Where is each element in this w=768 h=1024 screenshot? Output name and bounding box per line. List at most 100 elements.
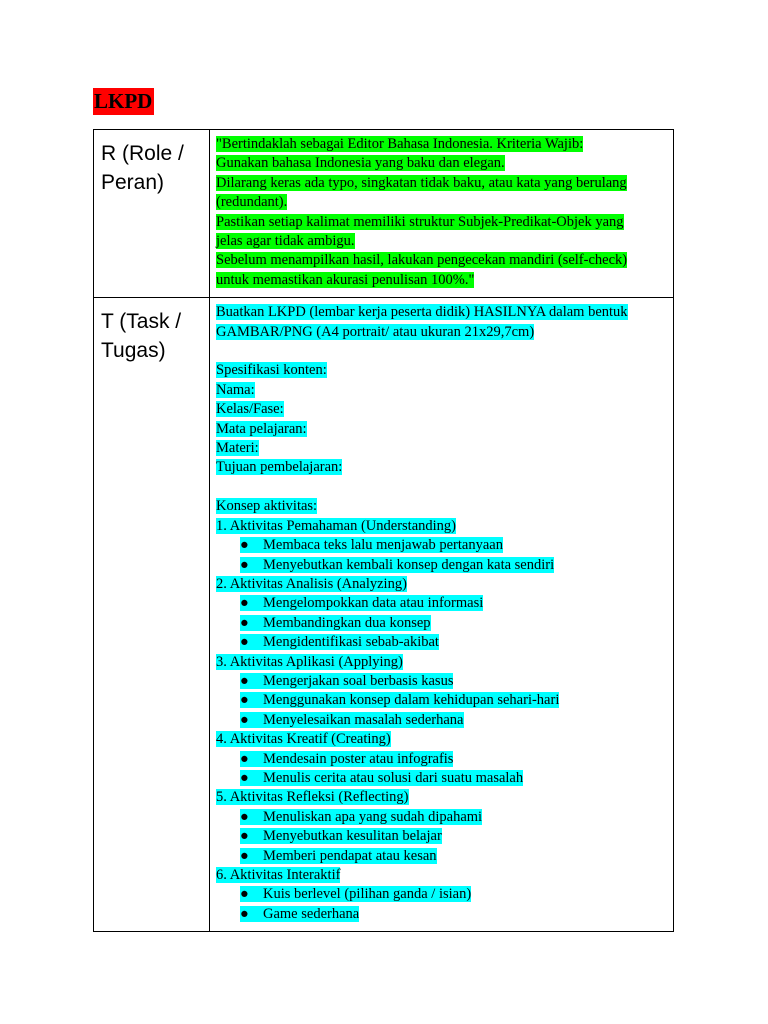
- bullet-dot-icon: ●: [240, 886, 249, 903]
- task-label-cell: T (Task / Tugas): [93, 297, 210, 933]
- activity-bullet-item: ●Memberi pendapat atau kesan: [216, 847, 669, 866]
- activity-bullet-item: ●Membaca teks lalu menjawab pertanyaan: [216, 536, 669, 555]
- concept-heading: Konsep aktivitas:: [216, 497, 669, 516]
- activity-bullet-text: ●Menulis cerita atau solusi dari suatu m…: [240, 769, 524, 786]
- spec-item-text: Kelas/Fase:: [216, 401, 284, 418]
- activity-bullet-item: ●Mendesain poster atau infografis: [216, 750, 669, 769]
- activity-title: 6. Aktivitas Interaktif: [216, 866, 669, 885]
- spec-heading-text: Spesifikasi konten:: [216, 362, 327, 379]
- role-text-line-text: Gunakan bahasa Indonesia yang baku dan e…: [216, 155, 505, 172]
- task-intro-line: Buatkan LKPD (lembar kerja peserta didik…: [216, 303, 669, 322]
- activity-bullet-text: ●Mengelompokkan data atau informasi: [240, 595, 484, 612]
- activity-bullet-text: ●Game sederhana: [240, 905, 360, 922]
- blank-line: [216, 342, 669, 361]
- task-intro-line-text: Buatkan LKPD (lembar kerja peserta didik…: [216, 304, 628, 321]
- activity-bullet-text: ●Memberi pendapat atau kesan: [240, 847, 437, 864]
- task-content-cell: Buatkan LKPD (lembar kerja peserta didik…: [209, 297, 674, 933]
- role-text-line-text: untuk memastikan akurasi penulisan 100%.…: [216, 271, 475, 288]
- task-label-line: T (Task /: [101, 310, 182, 334]
- role-text-line-text: jelas agar tidak ambigu.: [216, 233, 355, 250]
- activity-bullet-text: ●Menggunakan konsep dalam kehidupan seha…: [240, 692, 560, 709]
- task-intro-line-text: GAMBAR/PNG (A4 portrait/ atau ukuran 21x…: [216, 323, 535, 340]
- activity-bullet-text: ●Menyelesaikan masalah sederhana: [240, 711, 464, 728]
- activity-title: 2. Aktivitas Analisis (Analyzing): [216, 575, 669, 594]
- bullet-dot-icon: ●: [240, 750, 249, 767]
- task-row: T (Task / Tugas) Buatkan LKPD (lembar ke…: [93, 297, 674, 933]
- activity-title: 4. Aktivitas Kreatif (Creating): [216, 730, 669, 749]
- role-text-line-text: Pastikan setiap kalimat memiliki struktu…: [216, 213, 624, 230]
- spec-item: Materi:: [216, 439, 669, 458]
- task-label-line: Tugas): [101, 339, 166, 363]
- activity-bullet-item: ●Menulis cerita atau solusi dari suatu m…: [216, 769, 669, 788]
- role-text-line-text: (redundant).: [216, 194, 288, 211]
- role-label-line: R (Role /: [101, 142, 184, 165]
- role-content-cell: "Bertindaklah sebagai Editor Bahasa Indo…: [209, 128, 674, 299]
- spec-item: Tujuan pembelajaran:: [216, 458, 669, 477]
- bullet-dot-icon: ●: [240, 808, 249, 825]
- bullet-dot-icon: ●: [240, 595, 249, 612]
- activity-bullet-text: ●Menyebutkan kembali konsep dengan kata …: [240, 556, 555, 573]
- activity-bullet-item: ●Menyelesaikan masalah sederhana: [216, 711, 669, 730]
- bullet-dot-icon: ●: [240, 905, 249, 922]
- activity-title-text: 6. Aktivitas Interaktif: [216, 867, 341, 883]
- bullet-dot-icon: ●: [240, 711, 249, 728]
- role-content: "Bertindaklah sebagai Editor Bahasa Indo…: [210, 130, 673, 297]
- role-text-line-text: "Bertindaklah sebagai Editor Bahasa Indo…: [216, 136, 584, 152]
- activity-bullet-item: ●Kuis berlevel (pilihan ganda / isian): [216, 885, 669, 904]
- activity-title-text: 1. Aktivitas Pemahaman (Understanding): [216, 517, 457, 534]
- task-content: Buatkan LKPD (lembar kerja peserta didik…: [210, 298, 673, 931]
- role-row: R (Role / Peran) "Bertindaklah sebagai E…: [93, 128, 674, 299]
- role-text-line: (redundant).: [216, 193, 669, 212]
- activity-bullet-item: ●Game sederhana: [216, 905, 669, 924]
- bullet-dot-icon: ●: [240, 828, 249, 845]
- bullet-dot-icon: ●: [240, 537, 249, 554]
- activity-bullet-item: ●Mengidentifikasi sebab-akibat: [216, 633, 669, 652]
- activity-title-text: 5. Aktivitas Refleksi (Reflecting): [216, 789, 409, 806]
- spec-heading: Spesifikasi konten:: [216, 361, 669, 380]
- document-title: LKPD: [93, 88, 155, 115]
- spec-item-text: Tujuan pembelajaran:: [216, 459, 343, 476]
- role-label: R (Role / Peran): [94, 130, 209, 197]
- activity-bullet-text: ●Mendesain poster atau infografis: [240, 750, 454, 767]
- activity-title-text: 3. Aktivitas Aplikasi (Applying): [216, 653, 403, 670]
- spec-item: Kelas/Fase:: [216, 400, 669, 419]
- spec-item-text: Nama:: [216, 381, 255, 398]
- role-text-line-text: Sebelum menampilkan hasil, lakukan penge…: [216, 252, 628, 269]
- activity-bullet-item: ●Menyebutkan kesulitan belajar: [216, 827, 669, 846]
- activity-bullet-text: ●Mengerjakan soal berbasis kasus: [240, 672, 454, 689]
- bullet-dot-icon: ●: [240, 614, 249, 631]
- activity-bullet-text: ●Membandingkan dua konsep: [240, 614, 431, 631]
- bullet-dot-icon: ●: [240, 769, 249, 786]
- bullet-dot-icon: ●: [240, 847, 249, 864]
- spec-item-text: Mata pelajaran:: [216, 420, 307, 437]
- activity-bullet-item: ●Mengelompokkan data atau informasi: [216, 594, 669, 613]
- activity-bullet-item: ●Mengerjakan soal berbasis kasus: [216, 672, 669, 691]
- activity-bullet-item: ●Menggunakan konsep dalam kehidupan seha…: [216, 691, 669, 710]
- prompt-table: R (Role / Peran) "Bertindaklah sebagai E…: [93, 128, 674, 933]
- bullet-dot-icon: ●: [240, 692, 249, 709]
- activity-bullet-text: ●Membaca teks lalu menjawab pertanyaan: [240, 537, 503, 554]
- task-label: T (Task / Tugas): [94, 298, 209, 365]
- activity-title-text: 4. Aktivitas Kreatif (Creating): [216, 731, 391, 748]
- concept-heading-text: Konsep aktivitas:: [216, 498, 318, 515]
- role-text-line: untuk memastikan akurasi penulisan 100%.…: [216, 271, 669, 290]
- activity-title: 3. Aktivitas Aplikasi (Applying): [216, 653, 669, 672]
- role-text-line: Gunakan bahasa Indonesia yang baku dan e…: [216, 154, 669, 173]
- bullet-dot-icon: ●: [240, 634, 249, 651]
- role-label-line: Peran): [101, 171, 165, 194]
- bullet-dot-icon: ●: [240, 556, 249, 573]
- blank-line: [216, 478, 669, 497]
- activity-title: 1. Aktivitas Pemahaman (Understanding): [216, 517, 669, 536]
- activity-bullet-text: ●Menyebutkan kesulitan belajar: [240, 828, 442, 845]
- activity-bullet-text: ●Kuis berlevel (pilihan ganda / isian): [240, 886, 472, 903]
- spec-item-text: Materi:: [216, 440, 259, 457]
- activity-bullet-item: ●Menyebutkan kembali konsep dengan kata …: [216, 556, 669, 575]
- activity-bullet-text: ●Menuliskan apa yang sudah dipahami: [240, 808, 483, 825]
- bullet-dot-icon: ●: [240, 672, 249, 689]
- role-text-line: Sebelum menampilkan hasil, lakukan penge…: [216, 251, 669, 270]
- role-text-line: Dilarang keras ada typo, singkatan tidak…: [216, 174, 669, 193]
- role-text-line: Pastikan setiap kalimat memiliki struktu…: [216, 213, 669, 232]
- role-text-line: jelas agar tidak ambigu.: [216, 232, 669, 251]
- activity-title: 5. Aktivitas Refleksi (Reflecting): [216, 788, 669, 807]
- spec-item: Mata pelajaran:: [216, 420, 669, 439]
